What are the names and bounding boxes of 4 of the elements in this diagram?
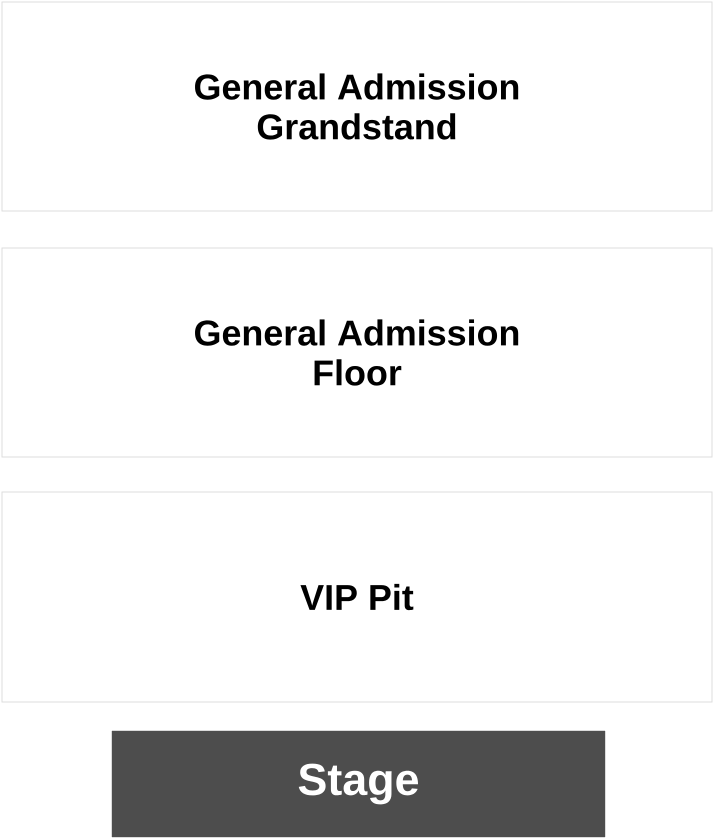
seating-section: General Admission Grandstand: [2, 2, 712, 212]
seating-section: General Admission Floor: [2, 248, 712, 458]
stage-block: Stage: [112, 730, 606, 838]
seating-section: VIP Pit: [2, 492, 712, 702]
